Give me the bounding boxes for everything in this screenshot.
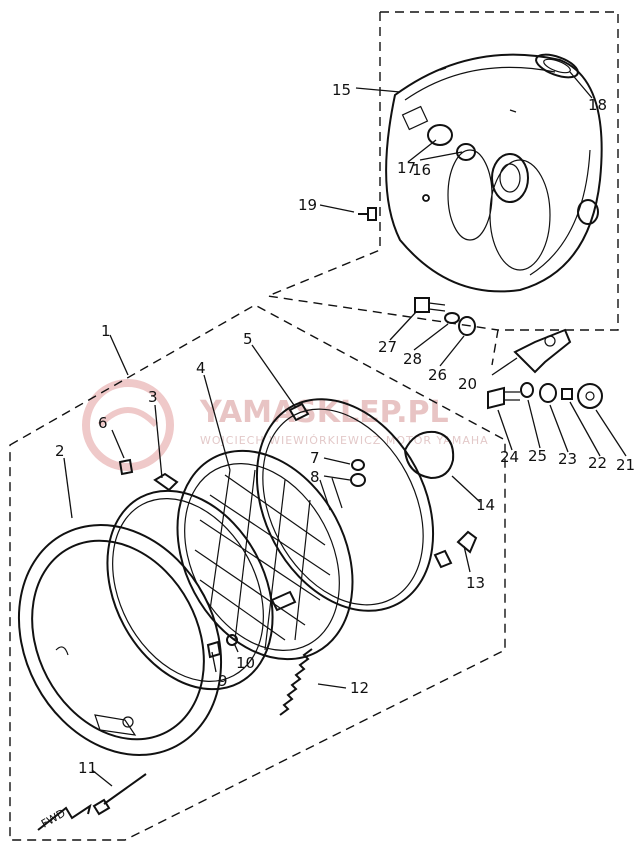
clip-13 <box>456 530 478 554</box>
callout-9: 9 <box>218 672 228 690</box>
upper-shell-boundary <box>265 11 619 366</box>
watermark-logo-icon <box>82 379 174 471</box>
callout-labels: 1 2 3 4 5 6 7 8 9 10 11 12 13 14 15 16 1… <box>55 81 635 777</box>
leader-lines <box>63 71 627 787</box>
callout-26: 26 <box>428 366 447 384</box>
nut-7 <box>351 459 365 471</box>
mount-bolt-set <box>414 297 476 336</box>
callout-23: 23 <box>558 450 577 468</box>
callout-3: 3 <box>148 388 158 406</box>
callout-28: 28 <box>403 350 422 368</box>
screw-11 <box>92 773 147 816</box>
callout-18: 18 <box>588 96 607 114</box>
callout-25: 25 <box>528 447 547 465</box>
callout-21: 21 <box>616 456 635 474</box>
callout-14: 14 <box>476 496 495 514</box>
screw-9 <box>206 640 222 659</box>
screw-6 <box>118 458 134 476</box>
headlight-shell <box>385 53 603 293</box>
callout-7: 7 <box>310 449 320 467</box>
callout-2: 2 <box>55 442 65 460</box>
callout-20: 20 <box>458 375 477 393</box>
callout-19: 19 <box>298 196 317 214</box>
assembly-boundaries <box>9 11 619 841</box>
callout-12: 12 <box>350 679 369 697</box>
grommet-16 <box>456 143 476 161</box>
fwd-arrow-icon: FWD <box>37 803 92 831</box>
callout-27: 27 <box>378 338 397 356</box>
washer-10 <box>226 634 238 646</box>
callout-8: 8 <box>310 468 320 486</box>
callout-11: 11 <box>78 759 97 777</box>
callout-15: 15 <box>332 81 351 99</box>
grommet-18 <box>535 53 579 79</box>
callout-1: 1 <box>101 322 111 340</box>
nut-8 <box>350 473 366 487</box>
callout-5: 5 <box>243 330 253 348</box>
socket-cap-14 <box>403 430 455 480</box>
sealed-beam-unit <box>176 449 354 661</box>
callout-16: 16 <box>412 161 431 179</box>
callout-22: 22 <box>588 454 607 472</box>
screw-19 <box>358 207 377 221</box>
grommet-17 <box>427 124 453 146</box>
adjusting-spring-12 <box>279 648 313 716</box>
side-bracket-hardware <box>487 328 603 410</box>
callout-13: 13 <box>466 574 485 592</box>
watermark-brand: YAMASKLEP.PL <box>199 395 449 430</box>
callout-24: 24 <box>500 448 519 466</box>
callout-4: 4 <box>196 359 206 377</box>
headlight-housing <box>255 398 453 612</box>
callout-17: 17 <box>397 159 416 177</box>
callout-6: 6 <box>98 414 108 432</box>
callout-10: 10 <box>236 654 255 672</box>
